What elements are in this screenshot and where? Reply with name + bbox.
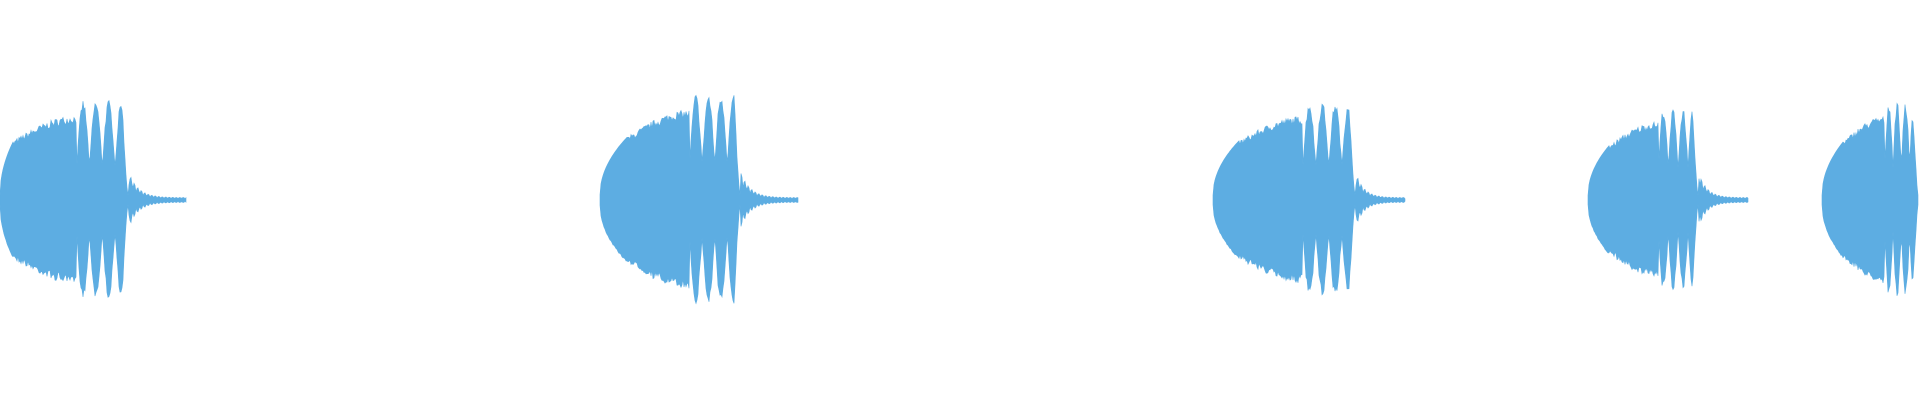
audio-clip-waveform[interactable] [1587,109,1749,291]
audio-clip-waveform[interactable] [599,94,799,305]
audio-clip-waveform[interactable] [0,99,187,298]
audio-clip-waveform[interactable] [1212,103,1406,296]
waveform-envelope [1821,102,1919,296]
waveform-envelope [599,94,799,305]
audio-clip-waveform[interactable] [1821,102,1919,296]
waveform-envelope [0,99,187,298]
